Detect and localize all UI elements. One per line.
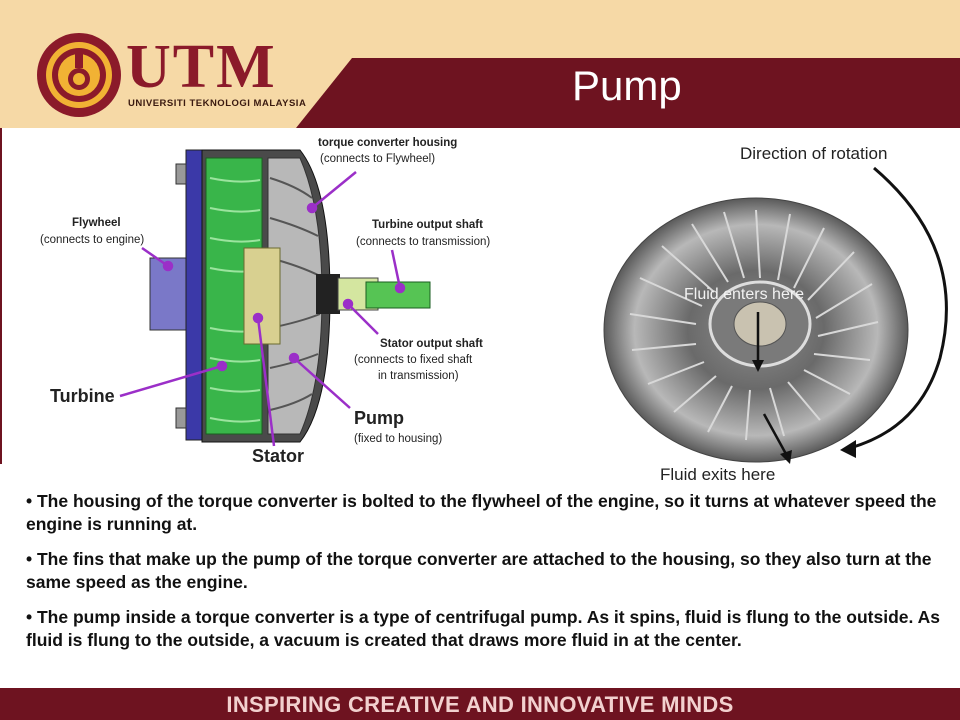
slide-title: Pump bbox=[572, 62, 682, 109]
title-band bbox=[296, 58, 960, 128]
footer-band: INSPIRING CREATIVE AND INNOVATIVE MINDS bbox=[0, 688, 960, 720]
label-turbine-shaft: Turbine output shaft bbox=[372, 219, 483, 231]
label-stator-shaft: Stator output shaft bbox=[380, 338, 483, 350]
label-stator-shaft-sub2: in transmission) bbox=[378, 370, 459, 382]
bullet-item: • The fins that make up the pump of the … bbox=[26, 549, 932, 592]
label-rotation: Direction of rotation bbox=[740, 144, 887, 163]
utm-crest-icon bbox=[37, 33, 121, 117]
brand-name: UTM bbox=[126, 33, 277, 101]
label-housing: torque converter housing bbox=[318, 137, 457, 149]
label-pump: Pump bbox=[354, 408, 404, 428]
label-pump-sub: (fixed to housing) bbox=[354, 433, 442, 445]
bullet-item: • The housing of the torque converter is… bbox=[26, 491, 937, 534]
label-turbine-shaft-sub: (connects to transmission) bbox=[356, 236, 490, 248]
footer-slogan: INSPIRING CREATIVE AND INNOVATIVE MINDS bbox=[226, 692, 734, 717]
label-housing-sub: (connects to Flywheel) bbox=[320, 153, 435, 165]
brand-subtitle: UNIVERSITI TEKNOLOGI MALAYSIA bbox=[128, 98, 307, 109]
pump-photo-diagram: Direction of rotation Fluid enters here … bbox=[520, 128, 960, 484]
label-fluid-exits: Fluid exits here bbox=[660, 465, 775, 484]
bullet-item: • The pump inside a torque converter is … bbox=[26, 607, 940, 650]
label-stator-shaft-sub1: (connects to fixed shaft bbox=[354, 354, 473, 366]
torque-converter-diagram: torque converter housing (connects to Fl… bbox=[0, 128, 520, 464]
label-flywheel-sub: (connects to engine) bbox=[40, 234, 144, 246]
label-turbine: Turbine bbox=[50, 386, 115, 406]
label-fluid-enters: Fluid enters here bbox=[684, 286, 804, 303]
bullet-list: • The housing of the torque converter is… bbox=[26, 490, 940, 664]
label-flywheel: Flywheel bbox=[72, 217, 121, 229]
label-stator: Stator bbox=[252, 446, 304, 464]
